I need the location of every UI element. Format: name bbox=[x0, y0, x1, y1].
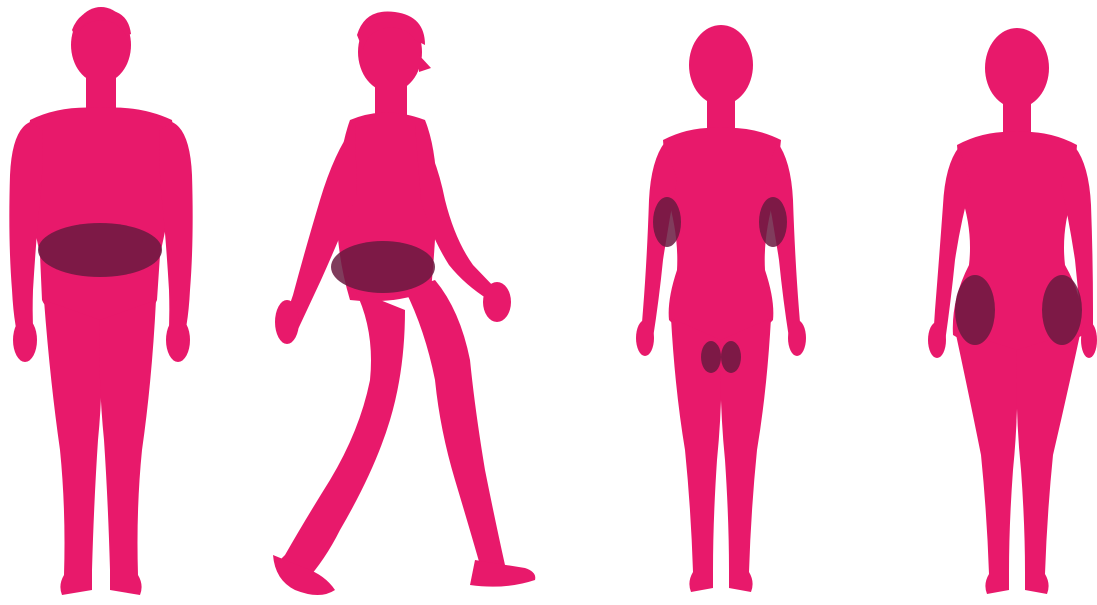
inner-thigh-left-highlight bbox=[701, 341, 721, 373]
hip-right-highlight bbox=[1042, 275, 1082, 345]
woman-front-silhouette bbox=[636, 25, 806, 592]
woman-front-figure bbox=[625, 0, 815, 605]
upper-arm-left-highlight bbox=[653, 197, 681, 247]
man-front-silhouette bbox=[9, 7, 192, 595]
waist-highlight bbox=[38, 223, 162, 277]
hip-left-highlight bbox=[955, 275, 995, 345]
upper-arm-right-highlight bbox=[759, 197, 787, 247]
woman-back-figure bbox=[925, 0, 1097, 605]
man-front-figure bbox=[0, 0, 200, 605]
man-walking-silhouette bbox=[273, 11, 535, 595]
waist-highlight bbox=[331, 241, 435, 293]
inner-thigh-right-highlight bbox=[721, 341, 741, 373]
man-walking-figure bbox=[265, 0, 545, 605]
